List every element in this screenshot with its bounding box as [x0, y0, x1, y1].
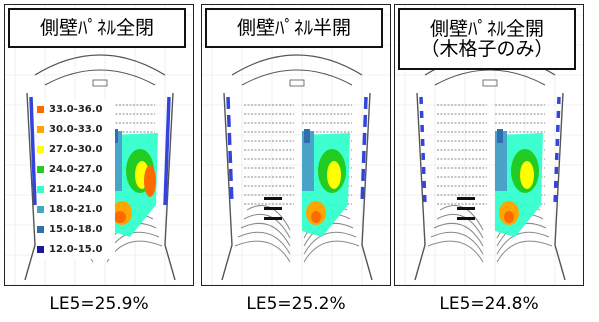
legend-label: 18.0-21.0	[49, 203, 103, 215]
legend-swatch	[37, 105, 44, 113]
heat-region	[495, 131, 507, 191]
color-legend: 33.0-36.0 30.0-33.0 27.0-30.0 24.0-27.0 21.0…	[37, 99, 115, 259]
seat-curve	[243, 214, 291, 239]
panel-title: 側壁ﾊﾟﾈﾙ全開 （木格子のみ）	[398, 8, 576, 70]
seat-curve	[234, 240, 291, 263]
le5-caption: LE5=25.9%	[49, 294, 149, 314]
legend-swatch	[37, 165, 44, 173]
side-wall-panel	[163, 96, 171, 206]
heat-region	[112, 129, 118, 143]
stage-mark	[289, 79, 305, 87]
aisle-mark	[457, 197, 475, 200]
legend-item: 12.0-15.0	[37, 239, 115, 259]
aisle-mark	[264, 197, 282, 200]
seat-curve	[303, 231, 357, 255]
panel-fully-open: 側壁ﾊﾟﾈﾙ全開 （木格子のみ）	[394, 4, 584, 286]
heat-region	[327, 161, 341, 189]
aisle-mark	[457, 207, 475, 210]
stage-mark	[92, 79, 108, 87]
hall-outline	[24, 92, 176, 281]
le5-caption: LE5=24.8%	[439, 294, 539, 314]
heat-region	[302, 131, 314, 191]
panel-half-open: 側壁ﾊﾟﾈﾙ半開	[201, 4, 391, 286]
stage-outline	[34, 54, 166, 76]
heat-region	[144, 165, 156, 197]
legend-item: 21.0-24.0	[37, 179, 115, 199]
legend-item: 24.0-27.0	[37, 159, 115, 179]
panel-title: 側壁ﾊﾟﾈﾙ半開	[205, 8, 383, 48]
stage-mark	[482, 79, 498, 87]
aisle-mark	[457, 217, 475, 220]
heat-region	[497, 129, 503, 143]
legend-label: 27.0-30.0	[49, 143, 103, 155]
seat-curve	[237, 231, 291, 255]
legend-item: 15.0-18.0	[37, 219, 115, 239]
panel-title-line: 側壁ﾊﾟﾈﾙ半開	[236, 17, 351, 39]
aisle-mark	[264, 217, 282, 220]
legend-swatch	[37, 125, 44, 133]
panel-title: 側壁ﾊﾟﾈﾙ全閉	[8, 8, 186, 48]
seat-curve	[427, 240, 484, 263]
panel-title-line: 側壁ﾊﾟﾈﾙ全閉	[39, 17, 154, 39]
panel-title-line: （木格子のみ）	[420, 38, 554, 60]
legend-swatch	[37, 185, 44, 193]
legend-swatch	[37, 145, 44, 153]
heat-region	[520, 161, 534, 189]
legend-item: 30.0-33.0	[37, 119, 115, 139]
seat-curve	[496, 231, 550, 255]
seat-curve	[303, 240, 360, 263]
panel-title-line: 側壁ﾊﾟﾈﾙ全開	[429, 18, 544, 40]
legend-item: 18.0-21.0	[37, 199, 115, 219]
heat-region	[304, 129, 310, 143]
panel-closed: 側壁ﾊﾟﾈﾙ全閉 33.0-36.0 30.0-33.0 27.0-30.0 24.0…	[4, 4, 194, 286]
legend-swatch	[37, 245, 44, 253]
legend-label: 30.0-33.0	[49, 123, 103, 135]
stage-outline	[241, 69, 353, 86]
seat-curve	[430, 231, 484, 255]
side-wall-panel	[360, 96, 368, 206]
side-wall-panel	[29, 96, 37, 206]
heat-region	[311, 211, 321, 223]
legend-label: 21.0-24.0	[49, 183, 103, 195]
legend-item: 27.0-30.0	[37, 139, 115, 159]
side-wall-panel	[419, 96, 427, 206]
legend-label: 33.0-36.0	[49, 103, 103, 115]
legend-swatch	[37, 225, 44, 233]
stage-outline	[231, 54, 363, 76]
legend-label: 24.0-27.0	[49, 163, 103, 175]
side-wall-panel	[226, 96, 234, 206]
heat-region	[504, 211, 514, 223]
heat-region	[114, 211, 126, 223]
legend-label: 15.0-18.0	[49, 223, 103, 235]
seat-curve	[496, 240, 553, 263]
hall-outline	[221, 92, 373, 281]
seat-curve	[436, 214, 484, 239]
stage-outline	[44, 69, 156, 86]
legend-item: 33.0-36.0	[37, 99, 115, 119]
le5-caption: LE5=25.2%	[246, 294, 346, 314]
stage-outline	[434, 69, 546, 86]
legend-swatch	[37, 205, 44, 213]
seat-curve	[433, 222, 484, 247]
aisle-mark	[264, 207, 282, 210]
floor-plan-drawing	[202, 5, 390, 285]
legend-label: 12.0-15.0	[49, 243, 103, 255]
hall-outline	[414, 92, 566, 281]
seat-curve	[106, 240, 163, 263]
side-wall-panel	[553, 96, 561, 206]
seat-curve	[240, 222, 291, 247]
